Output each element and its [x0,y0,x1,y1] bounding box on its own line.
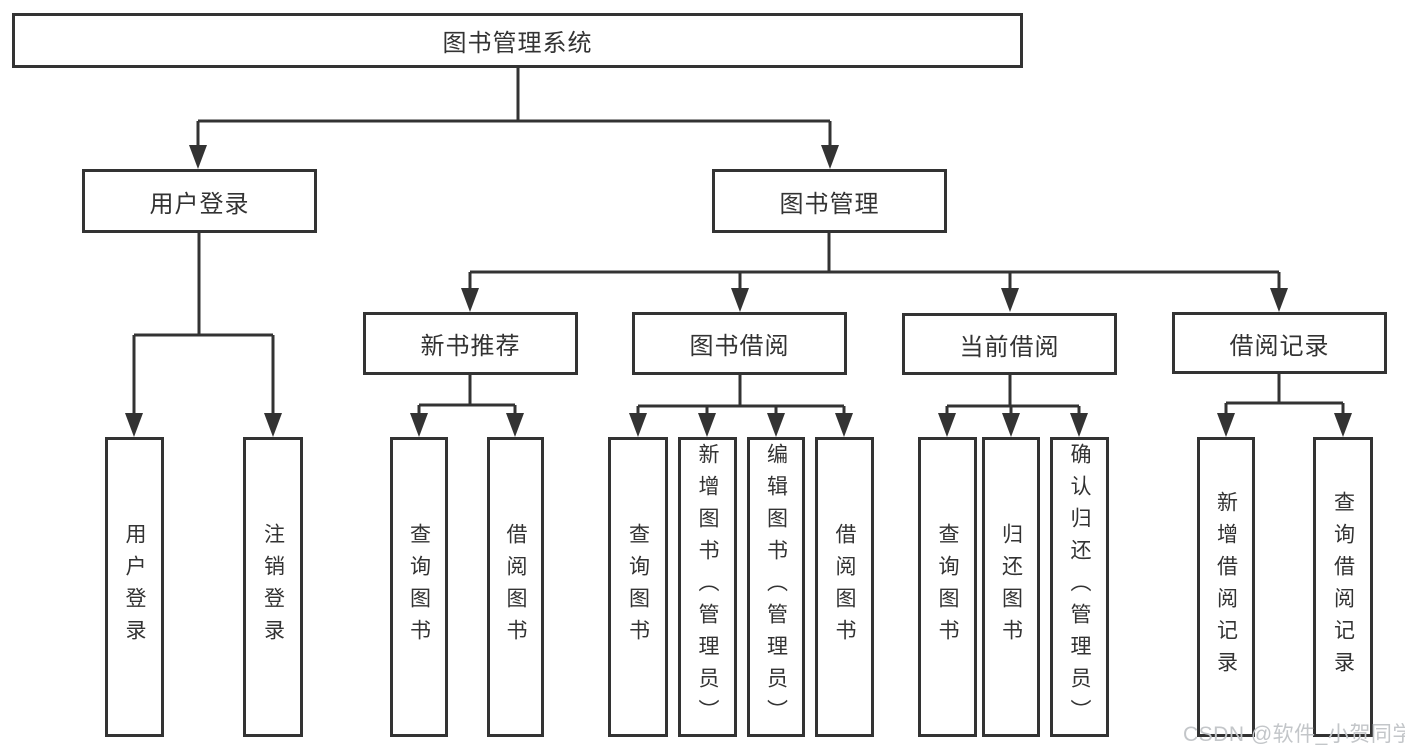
node-book-management: 图书管理 [712,169,947,233]
arrowhead-icon [1070,413,1088,437]
csdn-watermark: CSDN @软件_小贺同学 [1183,723,1405,746]
leaf-label: 查询图书 [936,523,959,651]
leaf-edit-books-admin: 编辑图书（管理员） [747,437,805,737]
leaf-label: 编辑图书（管理员） [764,443,788,731]
arrowhead-icon [125,413,143,437]
leaf-label: 新增借阅记录 [1214,491,1238,683]
arrowhead-icon [1001,288,1019,312]
node-user-login: 用户登录 [82,169,317,233]
node-borrow-records: 借阅记录 [1172,312,1387,374]
arrowhead-icon [629,413,647,437]
arrowhead-icon [698,413,716,437]
arrowhead-icon [767,413,785,437]
node-current-borrow: 当前借阅 [902,313,1117,375]
leaf-borrow-books-1: 借阅图书 [487,437,544,737]
arrowhead-icon [461,288,479,312]
leaf-label: 借阅图书 [833,523,856,651]
leaf-add-books-admin: 新增图书（管理员） [678,437,737,737]
arrowhead-icon [835,413,853,437]
arrowhead-icon [1217,413,1235,437]
leaf-label: 查询借阅记录 [1331,491,1355,683]
leaf-return-books: 归还图书 [982,437,1040,737]
node-label: 图书借阅 [689,333,790,360]
arrowhead-icon [264,413,282,437]
arrowhead-icon [410,413,428,437]
node-root-label: 图书管理系统 [442,30,593,57]
connector-current-to-children [945,375,1081,418]
arrowhead-icon [731,288,749,312]
leaf-label: 新增图书（管理员） [696,443,719,731]
leaf-query-books-2: 查询图书 [608,437,668,737]
connector-root-to-level2 [196,68,832,150]
leaf-add-borrow-record: 新增借阅记录 [1197,437,1255,737]
connector-borrow-to-children [636,375,846,418]
leaf-query-books-3: 查询图书 [918,437,977,737]
leaf-confirm-return-admin: 确认归还（管理员） [1050,437,1109,737]
leaf-query-books-1: 查询图书 [390,437,448,737]
arrowhead-icon [1002,413,1020,437]
leaf-label: 查询图书 [626,523,650,651]
connector-userlogin-to-children [132,233,275,418]
arrowhead-icon [506,413,524,437]
node-book-borrow: 图书借阅 [632,312,847,375]
arrowhead-icon [1334,413,1352,437]
leaf-user-login: 用户登录 [105,437,164,737]
leaf-label: 用户登录 [123,523,146,651]
arrowhead-icon [1270,288,1288,312]
arrowhead-icon [938,413,956,437]
node-root: 图书管理系统 [12,13,1023,68]
node-new-book-recommend: 新书推荐 [363,312,578,375]
connector-records-to-children [1224,374,1345,418]
leaf-label: 借阅图书 [504,523,527,651]
node-label: 当前借阅 [959,333,1060,361]
leaf-logout: 注销登录 [243,437,303,737]
leaf-label: 归还图书 [999,523,1023,651]
leaf-query-borrow-record: 查询借阅记录 [1313,437,1373,737]
node-label: 借阅记录 [1229,332,1330,360]
node-label: 新书推荐 [420,333,521,360]
leaf-label: 查询图书 [407,523,431,651]
arrowhead-icon [189,145,207,169]
arrowhead-icon [821,145,839,169]
leaf-label: 确认归还（管理员） [1068,443,1091,731]
connector-bookmgmt-to-level3 [468,233,1281,293]
leaf-borrow-books-2: 借阅图书 [815,437,874,737]
node-label: 图书管理 [779,190,880,218]
node-label: 用户登录 [149,190,250,218]
connector-newbooks-to-children [417,375,517,418]
leaf-label: 注销登录 [261,523,285,651]
